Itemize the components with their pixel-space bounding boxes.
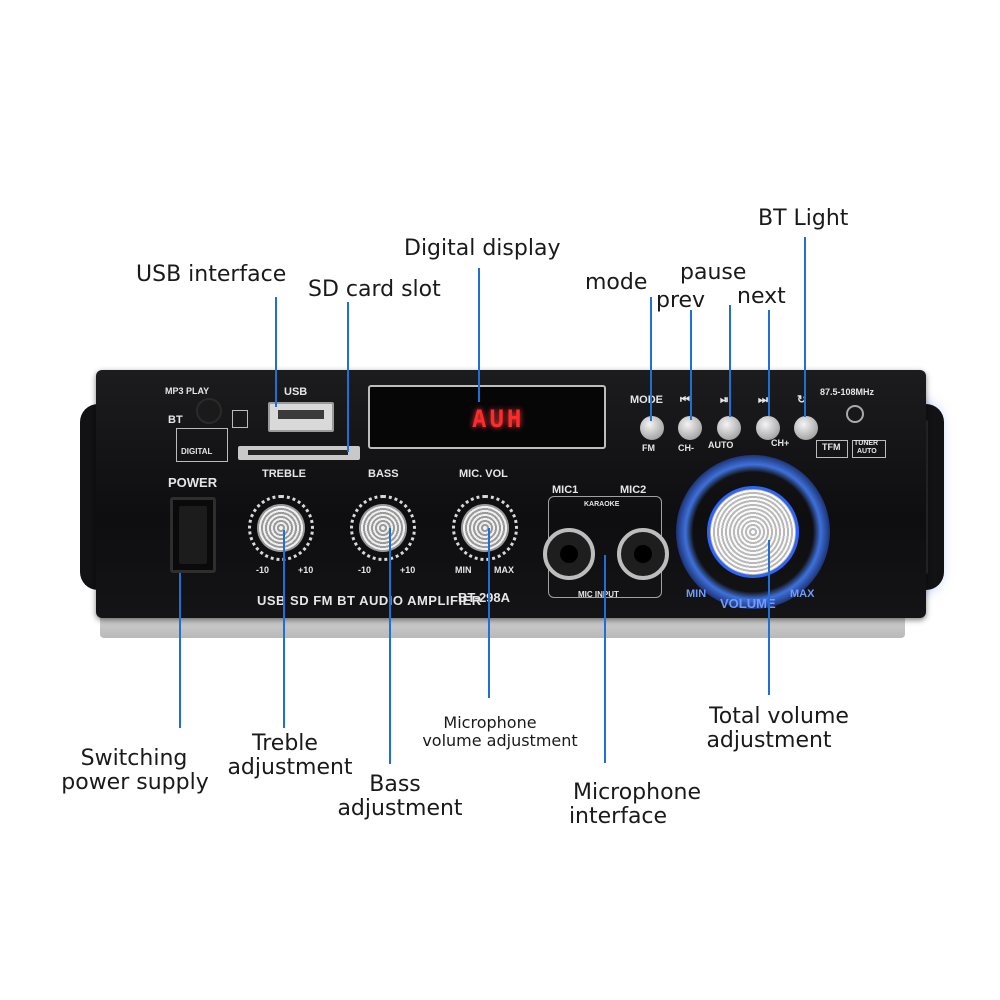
usb-label: USB — [284, 386, 308, 398]
treble-min-label: -10 — [256, 565, 270, 575]
callout-mic-vol-line1: Microphone — [443, 713, 537, 732]
pause-icon: ⏯ — [720, 394, 729, 406]
prev-icon: ⏮ — [680, 394, 690, 406]
model-number: BT-298A — [458, 590, 511, 605]
callout-total-volume-line2: adjustment — [706, 728, 832, 753]
leader-digital-display — [478, 268, 480, 402]
callout-prev: prev — [656, 288, 706, 313]
tuner-auto-label: AUTO — [857, 448, 877, 455]
volume-max-label: MAX — [790, 588, 815, 600]
model-description: USB SD FM BT AUDIO AMPLIFIER — [257, 593, 482, 608]
callout-pause: pause — [680, 260, 747, 285]
ch-plus-label: CH+ — [771, 438, 790, 448]
bass-knob[interactable] — [350, 495, 416, 561]
mic2-jack[interactable] — [617, 528, 669, 580]
callout-mode: mode — [585, 270, 648, 295]
prev-button[interactable] — [678, 416, 702, 440]
callout-total-volume-line1: Total volume — [709, 704, 849, 729]
mic-input-label: MIC INPUT — [578, 590, 619, 599]
callout-usb-interface: USB interface — [136, 262, 287, 287]
frequency-label: 87.5-108MHz — [820, 387, 875, 397]
digital-logo — [176, 428, 228, 462]
leader-mic-interface — [604, 555, 606, 763]
digital-label: DIGITAL — [181, 447, 213, 456]
mic-vol-max-label: MAX — [494, 565, 514, 575]
next-button[interactable] — [756, 416, 780, 440]
fm-label: FM — [642, 443, 655, 453]
mic-vol-min-label: MIN — [455, 565, 472, 575]
mic1-label: MIC1 — [552, 484, 579, 496]
volume-min-label: MIN — [686, 588, 707, 600]
leader-bass — [389, 528, 391, 764]
leader-pause — [729, 305, 731, 417]
bass-label: BASS — [368, 468, 399, 480]
tfm-label: TFM — [822, 442, 841, 452]
power-switch[interactable] — [170, 497, 216, 573]
loop-icon: ↻ — [797, 394, 807, 406]
volume-knob[interactable] — [710, 489, 796, 575]
volume-label: VOLUME — [720, 596, 776, 611]
sd-card-icon — [232, 410, 248, 428]
treble-label: TREBLE — [262, 468, 306, 480]
leader-mic-vol — [488, 528, 490, 698]
mode-label: MODE — [630, 394, 663, 406]
tuner-badge — [852, 440, 886, 458]
mic2-label: MIC2 — [620, 484, 647, 496]
bt-light-button[interactable] — [794, 416, 818, 440]
bt-light-indicator — [196, 398, 222, 424]
callout-bass-line2: adjustment — [337, 796, 463, 821]
mp3-play-label: MP3 PLAY — [165, 386, 210, 396]
fm-badge — [816, 440, 848, 458]
next-icon: ⏭ — [758, 394, 768, 406]
leader-mode — [650, 297, 652, 421]
leader-sd — [347, 302, 349, 452]
leader-total-volume — [768, 540, 770, 695]
mic-vol-label: MIC. VOL — [459, 468, 508, 480]
tuner-label: TUNER — [854, 440, 879, 447]
callout-treble-line1: Treble — [252, 731, 318, 756]
display-readout: AUH — [472, 405, 525, 433]
treble-max-label: +10 — [298, 565, 314, 575]
callout-mic-vol-line2: volume adjustment — [422, 731, 578, 750]
leader-treble — [283, 530, 285, 728]
callout-switching-line2: power supply — [61, 770, 209, 795]
sd-card-slot[interactable] — [238, 446, 360, 460]
bass-min-label: -10 — [358, 565, 372, 575]
callout-next: next — [737, 284, 786, 309]
mode-button[interactable] — [640, 416, 664, 440]
callout-sd-card-slot: SD card slot — [308, 277, 441, 302]
pause-button[interactable] — [717, 416, 741, 440]
usb-port[interactable] — [268, 402, 334, 432]
callout-digital-display: Digital display — [404, 236, 561, 261]
callout-mic-interface-line1: Microphone — [572, 780, 702, 805]
treble-knob[interactable] — [248, 495, 314, 561]
mic-volume-knob[interactable] — [452, 495, 518, 561]
leader-next — [768, 310, 770, 416]
ch-minus-label: CH- — [678, 443, 694, 453]
power-label: POWER — [168, 475, 218, 490]
digital-display — [368, 385, 606, 449]
callout-bass-line1: Bass — [369, 772, 421, 797]
leader-bt-light — [804, 237, 806, 417]
callout-mic-interface-line2: interface — [568, 804, 668, 829]
auto-label: AUTO — [708, 440, 734, 450]
callout-bt-light: BT Light — [758, 206, 849, 231]
callout-treble-line2: adjustment — [227, 755, 353, 780]
bass-max-label: +10 — [400, 565, 416, 575]
bt-label: BT — [168, 414, 183, 426]
karaoke-label: KARAOKE — [584, 501, 620, 508]
antenna-icon — [846, 405, 864, 423]
mic1-jack[interactable] — [543, 528, 595, 580]
leader-switching — [179, 573, 181, 728]
callout-switching-line1: Switching — [80, 746, 188, 771]
leader-prev — [690, 310, 692, 420]
leader-usb — [275, 297, 277, 407]
